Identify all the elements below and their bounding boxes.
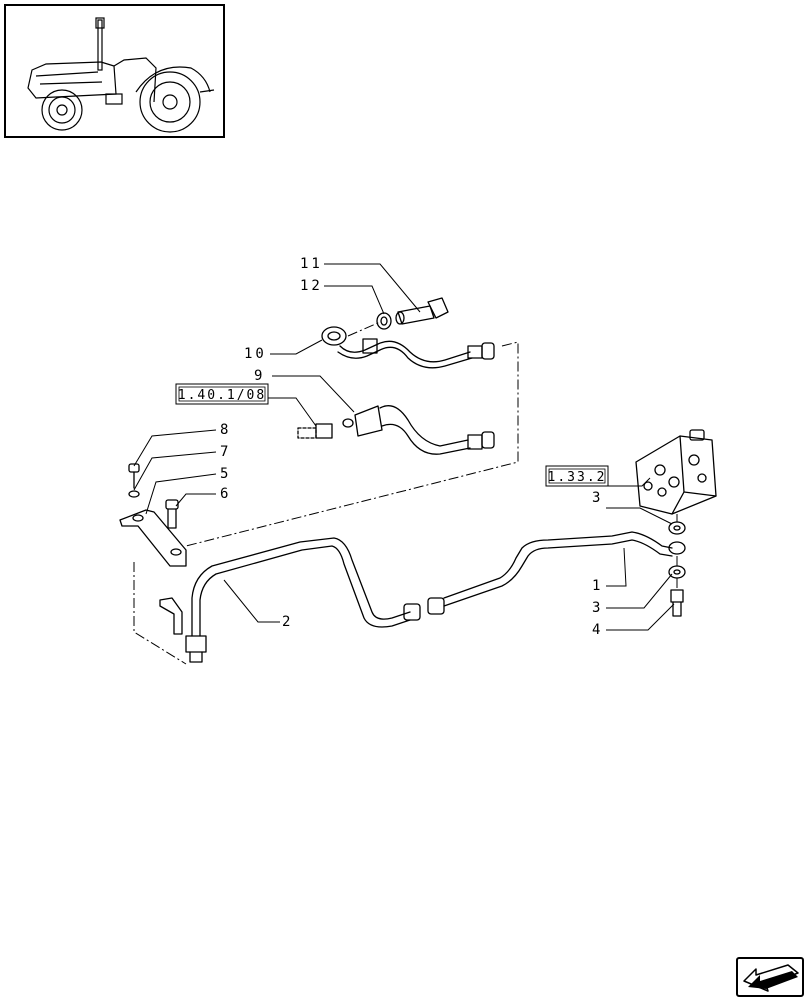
callout-6: 6 [220,486,228,502]
rigid-pipe [185,531,686,663]
callout-10: 10 [244,346,267,362]
hose-upper [321,326,495,369]
screw-4 [670,589,684,617]
hose-lower [297,405,495,455]
ref-box-1-33-2[interactable]: 1.33.2 [545,465,609,487]
screw-8 [128,463,140,498]
next-page-button[interactable] [736,957,804,997]
callout-1: 1 [592,578,600,594]
bracket [119,509,187,635]
washer-12 [376,312,392,330]
tractor-thumbnail [4,4,225,138]
washer-3-lower [668,565,686,579]
callout-5: 5 [220,466,228,482]
ref-label-2: 1.33.2 [548,470,607,485]
valve-block [635,429,717,515]
ref-label-1: 1.40.1/08 [178,388,266,403]
callout-8: 8 [220,422,228,438]
ref-box-1-40-1-08[interactable]: 1.40.1/08 [175,383,269,405]
callout-12: 12 [300,278,323,294]
next-page-arrow-icon [743,964,799,992]
callout-11: 11 [300,256,323,272]
banjo-bolt [395,297,449,325]
tractor-icon [27,17,215,133]
callout-9: 9 [254,368,262,384]
callout-7: 7 [220,444,228,460]
callout-2: 2 [282,614,290,630]
callout-3-upper: 3 [592,490,600,506]
callout-3-lower: 3 [592,600,600,616]
screw-6 [165,499,179,529]
callout-4: 4 [592,622,600,638]
